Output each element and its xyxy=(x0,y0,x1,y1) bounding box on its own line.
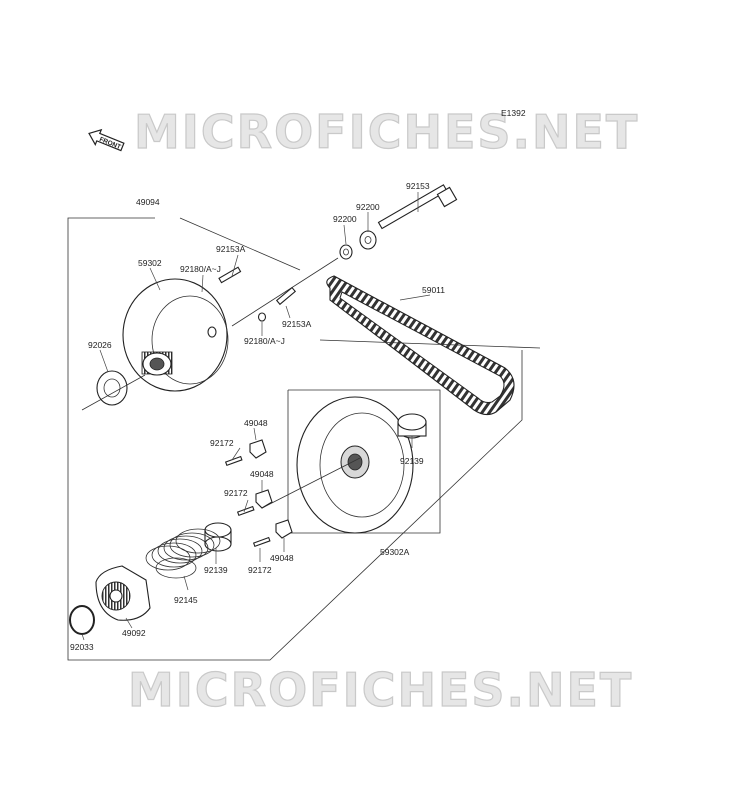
washer-92200-a xyxy=(359,230,377,250)
watermark-bottom: MICROFICHES.NET xyxy=(128,663,633,717)
washer-92026 xyxy=(96,370,128,406)
circlip-92033 xyxy=(69,605,95,635)
weight-49048-a xyxy=(249,439,267,459)
fixed-sheave-59302 xyxy=(122,278,229,392)
label-92180-b: 92180/A~J xyxy=(244,336,285,346)
label-59302: 59302 xyxy=(138,258,162,268)
belt-leader xyxy=(319,339,541,349)
label-92172-c: 92172 xyxy=(248,565,272,575)
label-92033: 92033 xyxy=(70,642,94,652)
axis-line-mid xyxy=(261,457,361,509)
label-92180-a: 92180/A~J xyxy=(180,264,221,274)
weight-49048-c xyxy=(275,519,293,539)
spring-92145 xyxy=(145,528,221,579)
leader-lines xyxy=(81,192,431,641)
cam-49092 xyxy=(95,565,151,621)
label-49094: 49094 xyxy=(136,197,160,207)
subassembly-frame-59302a xyxy=(287,389,441,534)
washer-92200-b xyxy=(339,244,353,260)
label-49048-c: 49048 xyxy=(270,553,294,563)
label-92153: 92153 xyxy=(406,181,430,191)
label-49048-a: 49048 xyxy=(244,418,268,428)
label-92172-a: 92172 xyxy=(210,438,234,448)
pin-92172-c xyxy=(252,536,271,548)
bolt-92153a-b xyxy=(275,286,297,306)
label-92153a-a: 92153A xyxy=(216,244,246,254)
pin-92172-a xyxy=(224,455,243,467)
label-59302a: 59302A xyxy=(380,547,410,557)
bolt-92153a-a xyxy=(218,266,242,284)
watermark-top: MICROFICHES.NET xyxy=(134,105,639,159)
label-49048-b: 49048 xyxy=(250,469,274,479)
label-92172-b: 92172 xyxy=(224,488,248,498)
axis-line-top xyxy=(231,257,339,327)
bolt-92153 xyxy=(377,184,458,230)
label-92145: 92145 xyxy=(174,595,198,605)
label-49092: 49092 xyxy=(122,628,146,638)
label-92153a-b: 92153A xyxy=(282,319,312,329)
pin-92172-b xyxy=(236,505,255,517)
diagram-code: E1392 xyxy=(501,108,526,118)
label-92200-a: 92200 xyxy=(333,214,357,224)
drive-belt xyxy=(326,275,515,416)
label-92026: 92026 xyxy=(88,340,112,350)
label-92139-b: 92139 xyxy=(204,565,228,575)
bushing-92139-a xyxy=(397,413,427,439)
shim-92180-b xyxy=(257,312,267,322)
movable-sheave-59302a xyxy=(296,396,414,534)
label-59011: 59011 xyxy=(422,285,445,295)
weight-49048-b xyxy=(255,489,273,509)
frame-leader xyxy=(179,217,301,271)
label-92139-a: 92139 xyxy=(400,456,424,466)
assembly-frame-49094 xyxy=(67,217,523,661)
label-92200-b: 92200 xyxy=(356,202,380,212)
bushing-92139-b xyxy=(204,522,232,552)
front-arrow-icon: FRONT xyxy=(88,128,125,152)
